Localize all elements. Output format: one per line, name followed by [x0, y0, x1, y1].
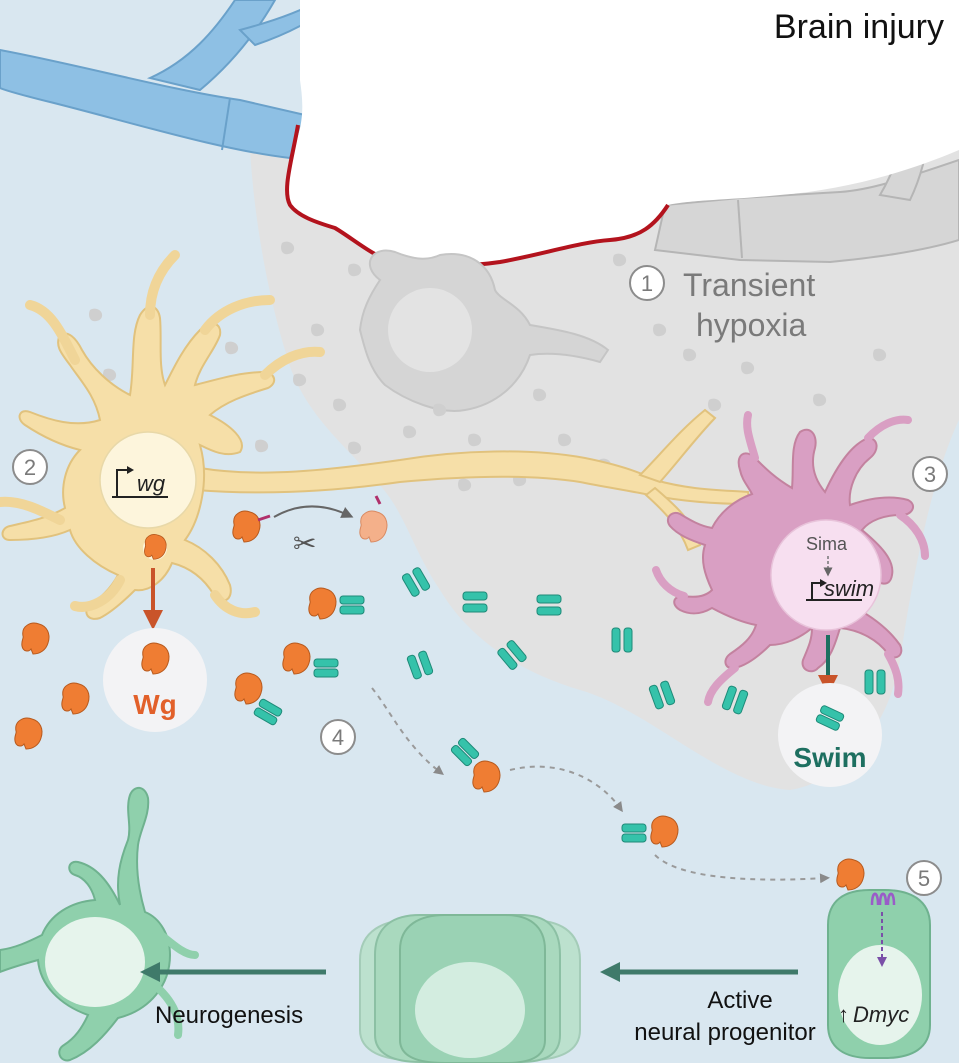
- hypoxia-line1: Transient: [683, 267, 815, 303]
- swim-glia: Sima swim: [652, 411, 929, 706]
- swim-protein-circle: [778, 683, 882, 787]
- figure-title: Brain injury: [774, 8, 944, 46]
- transport-path-3: [654, 854, 830, 884]
- step-4-number: 4: [332, 725, 344, 750]
- wg-protein-free: [14, 510, 271, 750]
- active-progenitor-cell: ↑ Dmyc: [827, 858, 931, 1059]
- step-1-number: 1: [641, 271, 653, 296]
- wg-protein-cleaved: [359, 495, 388, 543]
- step-5-number: 5: [918, 866, 930, 891]
- wg-gene-label: wg: [137, 471, 166, 496]
- active-label-line2: neural progenitor: [634, 1019, 815, 1046]
- step-2-marker: 2: [12, 449, 48, 485]
- active-label-line1: Active: [707, 987, 772, 1014]
- step-2-number: 2: [24, 455, 36, 480]
- neurogenesis-label: Neurogenesis: [155, 1002, 303, 1029]
- sima-label: Sima: [806, 534, 848, 554]
- step-3-number: 3: [924, 462, 936, 487]
- wg-neuron: wg: [0, 250, 325, 620]
- step-5-marker: 5: [906, 860, 942, 896]
- dmyc-up-arrow: ↑: [838, 1002, 849, 1027]
- wg-protein-label: Wg: [133, 689, 177, 720]
- injury-cavity: [287, 0, 959, 266]
- transport-path-2: [509, 765, 623, 813]
- dmyc-gene-label: Dmyc: [853, 1002, 909, 1027]
- blood-vessel-blue: [0, 0, 342, 160]
- swim-protein-label: Swim: [793, 742, 866, 773]
- cleavage-arrow: [273, 505, 354, 518]
- step-1-marker: 1: [629, 265, 665, 301]
- hypoxia-line2: hypoxia: [696, 307, 807, 343]
- step-3-marker: 3: [912, 456, 948, 492]
- dividing-progenitors: [359, 914, 581, 1063]
- transport-path: [371, 687, 444, 776]
- new-neuron: [0, 786, 199, 1062]
- step-4-marker: 4: [320, 719, 356, 755]
- scissors-icon: ✂: [293, 528, 316, 559]
- wg-protein-circle: [103, 628, 207, 732]
- hypoxic-ghost-neuron: [358, 249, 610, 412]
- swim-gene-label: swim: [824, 576, 874, 601]
